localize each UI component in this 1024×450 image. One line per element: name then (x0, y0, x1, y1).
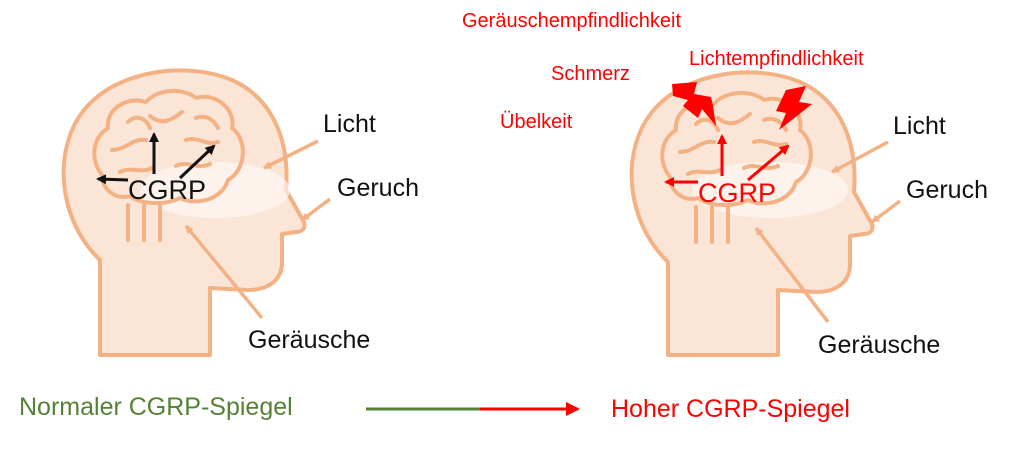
cgrp-label-high: CGRP (698, 178, 777, 208)
cgrp-label-normal: CGRP (128, 175, 207, 205)
cgrp-arrow-right (747, 144, 790, 182)
cgrp-arrow-right (178, 144, 216, 180)
normal-head (61, 68, 332, 357)
sense-band (140, 162, 290, 218)
sound-arrow (184, 224, 264, 320)
lightning-bolt-icon (776, 86, 812, 130)
sense-sound-label: Geräusche (248, 326, 371, 354)
high-level-label: Hoher CGRP-Spiegel (611, 395, 850, 423)
sense-arrows-high (754, 140, 902, 324)
sense-smell-label: Geruch (906, 176, 988, 204)
high-head (629, 70, 902, 357)
cgrp-arrows-normal (96, 132, 216, 185)
sense-arrows-normal (184, 139, 332, 320)
symptom-light-sensitivity: Lichtempfindlichkeit (689, 48, 864, 70)
symptom-sound-sensitivity: Geräuschempfindlichkeit (462, 10, 681, 32)
sense-light-label: Licht (323, 110, 376, 138)
lightning-bolt-icon (672, 82, 716, 126)
smell-arrow (300, 197, 332, 222)
sound-arrow (754, 226, 830, 324)
smell-arrow (870, 199, 902, 224)
sense-sound-label: Geräusche (818, 331, 941, 359)
sense-light-label: Licht (893, 112, 946, 140)
cgrp-arrow-left (96, 174, 129, 185)
symptom-nausea: Übelkeit (500, 111, 573, 133)
cgrp-arrows-high (664, 134, 790, 187)
light-arrow (263, 139, 319, 170)
light-arrow (831, 140, 889, 174)
brain (660, 91, 813, 244)
symptom-pain: Schmerz (551, 63, 630, 85)
normal-level-label: Normaler CGRP-Spiegel (19, 393, 293, 421)
sense-smell-label: Geruch (337, 174, 419, 202)
